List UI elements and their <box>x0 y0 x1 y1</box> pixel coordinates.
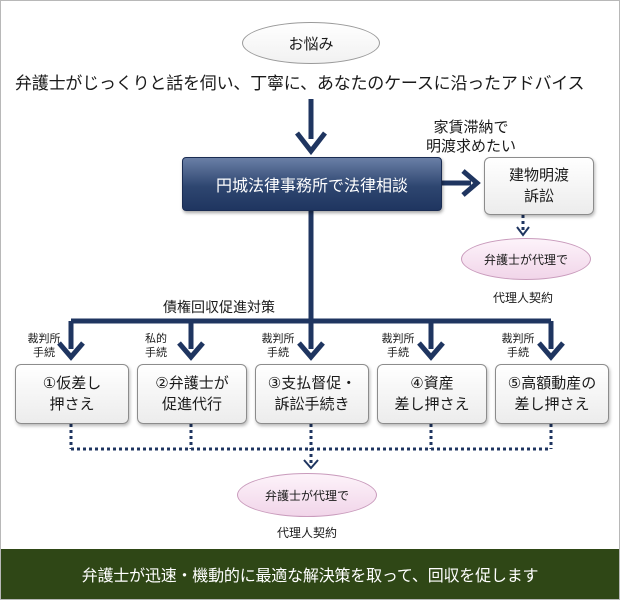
trouble-label: お悩み <box>288 34 334 53</box>
procedure-label-1: ①仮差し 押さえ <box>42 374 102 413</box>
footer-message: 弁護士が迅速・機動的に最適な解決策を取って、回収を促します <box>81 566 539 585</box>
rent-arrears-note: 家賃滞納で 明渡求めたい <box>425 118 516 155</box>
dotted-arrow-head <box>303 459 319 470</box>
procedure-label-5: ⑤高額動産の 差し押さえ <box>507 374 597 413</box>
arrow-main-to-building <box>442 169 481 197</box>
trouble-node: お悩み <box>242 22 380 64</box>
proxy-contract-upper: 代理人契約 <box>493 291 554 305</box>
procedure-tag-1: 裁判所 手続 <box>27 332 61 359</box>
debt-collection-strategy-label: 債権回収促進対策 <box>163 300 275 316</box>
dotted-building-to-proxy <box>516 215 530 237</box>
building-eviction-suit-node: 建物明渡 訴訟 <box>484 157 594 215</box>
procedure-tag-5: 裁判所 手続 <box>501 332 535 359</box>
proxy-node-lower: 弁護士が代理で <box>237 473 377 517</box>
procedure-box-asset-seizure: ④資産 差し押さえ <box>377 364 487 424</box>
procedure-tag-2: 私的 手続 <box>145 332 167 359</box>
procedure-box-movable-seizure: ⑤高額動産の 差し押さえ <box>495 364 609 424</box>
procedure-label-2: ②弁護士が 促進代行 <box>155 374 229 413</box>
procedure-tag-4: 裁判所 手続 <box>381 332 415 359</box>
proxy-contract-lower: 代理人契約 <box>277 526 338 540</box>
headline: 弁護士がじっくりと話を伺い、丁寧に、あなたのケースに沿ったアドバイス <box>15 74 585 94</box>
procedure-box-lawyer-collection: ②弁護士が 促進代行 <box>137 364 247 424</box>
procedure-box-provisional-seizure: ①仮差し 押さえ <box>15 364 129 424</box>
law-office-consultation-label: 円城法律事務所で法律相談 <box>215 176 408 195</box>
procedure-box-payment-demand: ③支払督促・ 訴訟手続き <box>255 364 369 424</box>
dotted-procedures-to-proxy <box>69 424 553 463</box>
proxy-node-upper: 弁護士が代理で <box>461 238 591 280</box>
procedure-label-3: ③支払督促・ 訴訟手続き <box>267 374 357 413</box>
building-eviction-suit-label: 建物明渡 訴訟 <box>508 166 569 205</box>
law-office-consultation-node: 円城法律事務所で法律相談 <box>182 157 442 211</box>
arrow-top-to-main <box>295 99 327 156</box>
branch-arrows <box>57 321 565 361</box>
proxy-label-lower: 弁護士が代理で <box>264 488 349 503</box>
procedure-label-4: ④資産 差し押さえ <box>394 374 470 413</box>
footer-banner: 弁護士が迅速・機動的に最適な解決策を取って、回収を促します <box>1 549 619 599</box>
proxy-label-upper: 弁護士が代理で <box>483 252 568 267</box>
procedure-tag-3: 裁判所 手続 <box>261 332 295 359</box>
